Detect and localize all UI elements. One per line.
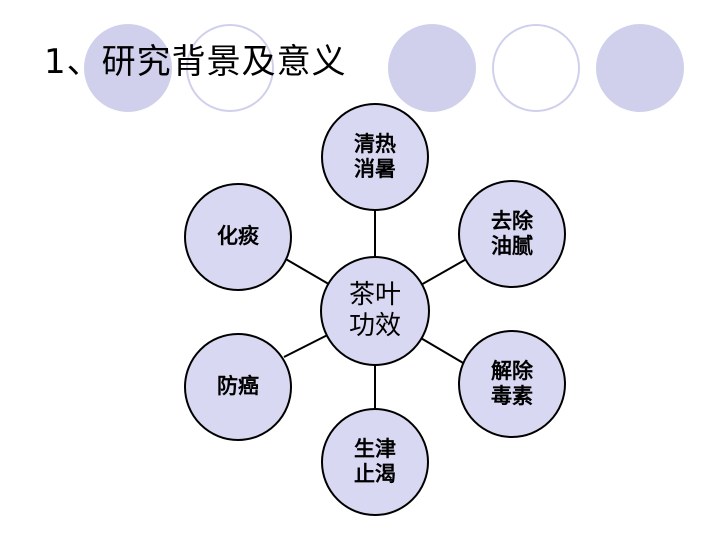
node-top-line2: 消暑 [354,157,396,181]
node-top-line1: 清热 [354,131,396,156]
node-bottom: 生津 止渴 [321,408,429,516]
decorative-circle [84,24,172,112]
node-lower-left: 防癌 [184,333,292,441]
center-node: 茶叶 功效 [320,256,430,366]
node-top: 清热 消暑 [321,103,429,211]
node-bottom-line2: 止渴 [354,462,396,486]
decorative-circle-outline [186,24,274,112]
decorative-circle [388,24,476,112]
node-lower-right-line1: 解除 [491,358,533,383]
node-upper-left: 化痰 [184,183,292,291]
decorative-circle [596,24,684,112]
center-node-line1: 茶叶 [348,279,401,310]
center-node-line2: 功效 [348,311,401,341]
node-upper-right-line1: 去除 [491,208,533,233]
node-upper-left-line1: 化痰 [217,224,259,249]
node-lower-right: 解除 毒素 [458,330,566,438]
slide-title: 1、研究背景及意义 [44,42,347,82]
node-upper-right-line2: 油腻 [491,234,533,258]
node-upper-right: 去除 油腻 [458,180,566,288]
node-lower-right-line2: 毒素 [491,384,533,408]
node-bottom-line1: 生津 [354,436,396,461]
node-lower-left-line1: 防癌 [217,374,259,399]
decorative-circle-outline [492,24,580,112]
